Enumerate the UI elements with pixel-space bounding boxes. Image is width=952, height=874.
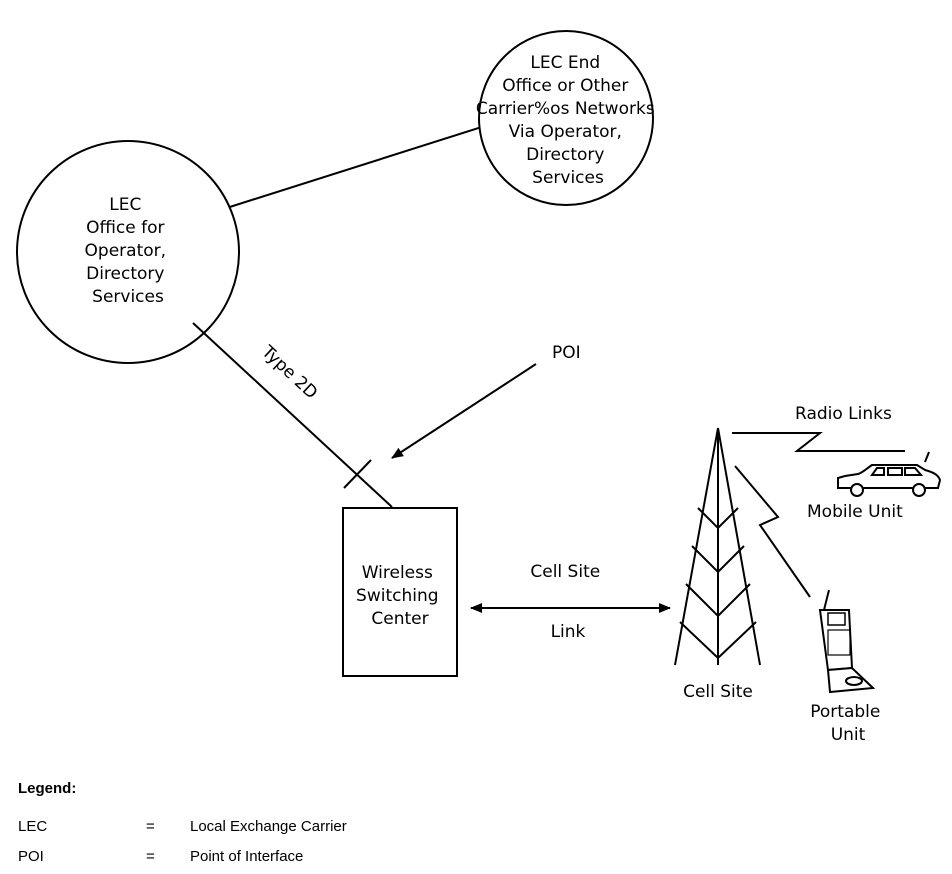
lec-end-office-label: LEC End Office or Other Carrier%os Netwo… [476,53,660,188]
radio-link-portable-zigzag [734,465,811,598]
legend-title: Legend: [18,780,77,797]
portable-phone-icon [818,589,876,694]
wireless-switching-center-label: Wireless Switching Center [356,563,444,629]
link-lec-to-end-office [213,124,489,213]
legend-row-poi: POI = Point of Interface [18,841,347,871]
portable-unit-label: Portable Unit [810,702,886,745]
mobile-unit-label: Mobile Unit [807,502,903,522]
legend-term: LEC [18,817,48,835]
poi-tick-mark [343,459,372,489]
radio-links-label: Radio Links [795,404,892,424]
legend-definition: Point of Interface [190,847,304,865]
poi-arrow [391,363,537,459]
legend: Legend: LEC = Local Exchange Carrier POI… [18,780,347,871]
poi-label: POI [552,343,581,363]
car-icon [837,451,942,497]
cell-site-label: Cell Site [683,682,753,702]
wireless-switching-center-box [342,507,458,677]
legend-term: POI [18,847,44,865]
radio-link-mobile-zigzag [732,432,905,452]
cell-site-link-label: Cell Site Link [530,562,605,642]
type-2d-label: Type 2D [257,341,321,403]
legend-definition: Local Exchange Carrier [190,817,347,835]
legend-equals: = [146,817,155,835]
lec-office-node [16,140,240,364]
cell-tower-icon [674,427,761,666]
lec-office-label: LEC Office for Operator, Directory Servi… [85,195,172,307]
legend-equals: = [146,847,155,865]
type-2d-trunk-line [192,322,393,508]
legend-row-lec: LEC = Local Exchange Carrier [18,811,347,841]
lec-end-office-node [478,30,654,206]
